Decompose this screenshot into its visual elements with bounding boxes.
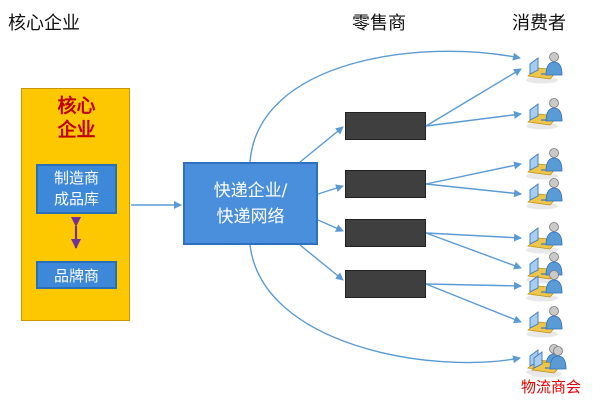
arc-express-to-bottom-consumer — [249, 244, 521, 364]
warehouse-label: 成品库 — [53, 190, 99, 208]
arrow-retailer-4-to-consumer-7 — [425, 281, 522, 290]
arrow-retailer-3-to-consumer-6 — [425, 232, 522, 270]
express-label-line2: 快递网络 — [216, 206, 285, 227]
consumer-icon-7 — [524, 268, 566, 302]
brand-owner-box: 品牌商 — [36, 261, 117, 289]
core-title-line2: 企业 — [57, 119, 96, 141]
consumer-header: 消费者 — [512, 13, 566, 34]
consumer-icon-2 — [524, 96, 566, 130]
consumer-icon-8 — [524, 304, 566, 338]
arrow-retailer-2-to-consumer-4 — [425, 183, 522, 198]
arrow-retailer-3-to-consumer-5 — [425, 232, 522, 242]
arrow-express-to-retailer-4 — [299, 244, 344, 281]
retailer-header: 零售商 — [352, 13, 406, 34]
manufacturer-warehouse-box: 制造商 成品库 — [36, 164, 117, 214]
arc-express-to-top-consumer — [249, 50, 521, 163]
consumer-icon-10 — [528, 344, 570, 378]
arrow-retailer-4-to-consumer-8 — [425, 283, 522, 324]
arrow-retailer-1-to-consumer-2 — [425, 110, 522, 127]
logistics-association-label: 物流商会 — [521, 378, 582, 396]
retailer-box-3 — [345, 219, 426, 247]
arrow-express-to-retailer-3 — [317, 219, 344, 232]
arrow-retailer-2-to-consumer-3 — [425, 161, 522, 185]
express-network-box: 快递企业/ 快递网络 — [183, 162, 318, 245]
retailer-box-1 — [345, 112, 426, 140]
core-enterprise-header: 核心企业 — [8, 13, 80, 34]
retailer-box-2 — [345, 170, 426, 198]
arrow-retailer-1-to-consumer-1 — [425, 68, 522, 127]
express-label-line1: 快递企业/ — [213, 180, 288, 201]
core-title-line1: 核心 — [57, 95, 96, 117]
arrow-express-to-retailer-2 — [317, 184, 344, 195]
consumer-icon-3 — [524, 146, 566, 180]
manufacturer-label: 制造商 — [53, 169, 99, 187]
retailer-box-4 — [345, 270, 426, 298]
consumer-icon-1 — [524, 50, 566, 84]
arrow-express-to-retailer-1 — [299, 126, 344, 163]
brand-owner-label: 品牌商 — [53, 266, 99, 285]
consumer-icon-4 — [524, 176, 566, 210]
consumer-icon-5 — [524, 220, 566, 254]
